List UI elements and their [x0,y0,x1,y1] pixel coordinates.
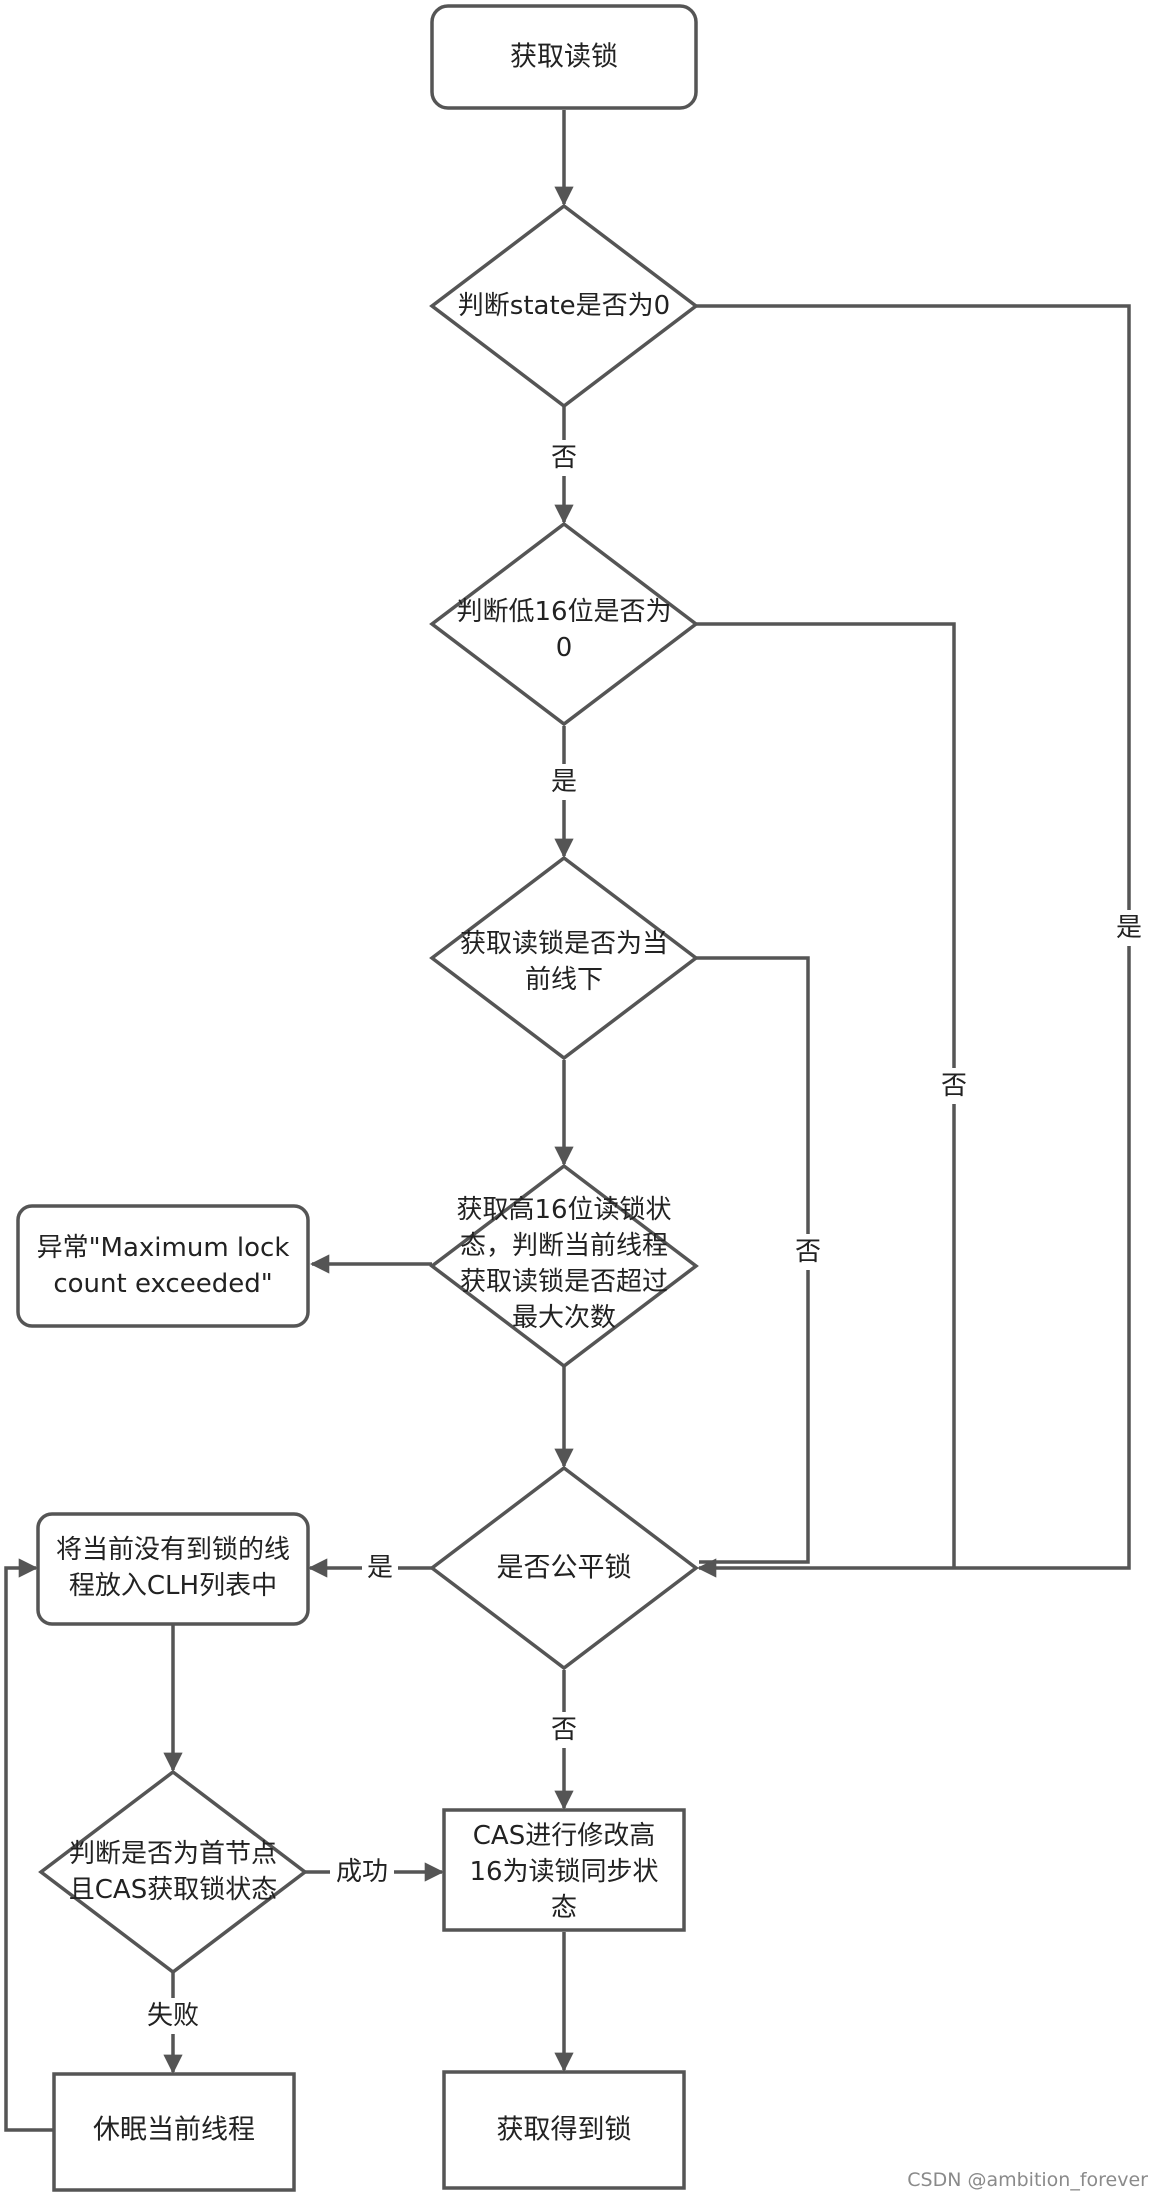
current-thread-line: 前线下 [525,965,603,995]
enqueue-line: 将当前没有到锁的线 [56,1535,290,1565]
node-state-check-shape [429,203,699,409]
label-success: 成功 [336,1857,388,1887]
exception-line: 异常"Maximum lock [37,1233,290,1263]
fair-lock-line: 是否公平锁 [497,1553,632,1584]
node-acquired-shape [442,2070,686,2190]
node-exception-shape [16,1204,310,1328]
cas-update-line: 态 [551,1893,577,1923]
node-enqueue: 将当前没有到锁的线程放入CLH列表中 [56,1535,290,1601]
exceed-check-line: 获取高16位读锁状 [456,1195,671,1225]
enqueue-line: 程放入CLH列表中 [69,1571,277,1601]
exceed-check-line: 最大次数 [512,1303,616,1333]
state-zero-line: 判断state是否为0 [458,291,670,321]
node-fair-lock-check-shape [429,1465,699,1671]
node-start: 获取读锁 [510,42,618,73]
head-check-line: 判断是否为首节点 [69,1839,277,1869]
label-state-no: 否 [551,443,577,473]
cas-update-line: CAS进行修改高 [473,1821,655,1851]
node-fair-lock-check: 是否公平锁 [497,1553,632,1584]
node-exceed-check-shape [429,1163,699,1369]
node-enqueue-shape [36,1512,310,1626]
node-low16-check-shape [429,521,699,727]
label-fair-no: 否 [551,1715,577,1745]
node-cas-update: CAS进行修改高 16为读锁同步状态 [469,1821,658,1923]
node-start-shape [430,4,698,110]
exception-line: count exceeded" [53,1269,272,1299]
head-check-line: 且CAS获取锁状态 [69,1875,277,1905]
node-sleep: 休眠当前线程 [93,2115,255,2146]
node-exception: 异常"Maximum lock count exceeded" [37,1233,290,1299]
exceed-check-line: 获取读锁是否超过 [460,1267,668,1297]
node-head-check-shape [38,1769,308,1975]
label-fair-yes: 是 [367,1553,393,1583]
edge-state-yes [696,304,1131,1578]
node-head-check: 判断是否为首节点且CAS获取锁状态 [69,1839,277,1905]
label-low16-yes: 是 [551,767,577,797]
acquired-line: 获取得到锁 [497,2115,632,2146]
node-state-check: 判断state是否为0 [458,291,670,321]
label-fail: 失败 [147,2001,199,2031]
current-thread-line: 获取读锁是否为当 [460,929,668,959]
node-acquired: 获取得到锁 [497,2115,632,2146]
edge-sleep-loop-back [4,1558,54,2132]
node-cas-update-shape [442,1808,686,1932]
low16-zero-line: 判断低16位是否为 [456,597,671,627]
node-low16-check: 判断低16位是否为 0 [456,597,671,663]
label-low16-no: 否 [941,1071,967,1101]
edge-low16-no [696,622,956,1568]
cas-update-line: 16为读锁同步状 [469,1857,658,1887]
low16-zero-line: 0 [556,633,573,663]
node-exceed-check: 获取高16位读锁状态，判断当前线程获取读锁是否超过最大次数 [456,1195,671,1333]
exceed-check-line: 态，判断当前线程 [460,1231,668,1261]
node-current-thread-check-shape [429,855,699,1061]
watermark: CSDN @ambition_forever [907,2169,1148,2191]
node-current-thread-check: 获取读锁是否为当前线下 [460,929,668,995]
label-current-no: 否 [795,1237,821,1267]
start-line: 获取读锁 [510,42,618,73]
label-state-yes: 是 [1116,913,1142,943]
sleep-line: 休眠当前线程 [93,2115,255,2146]
node-sleep-shape [52,2072,296,2192]
